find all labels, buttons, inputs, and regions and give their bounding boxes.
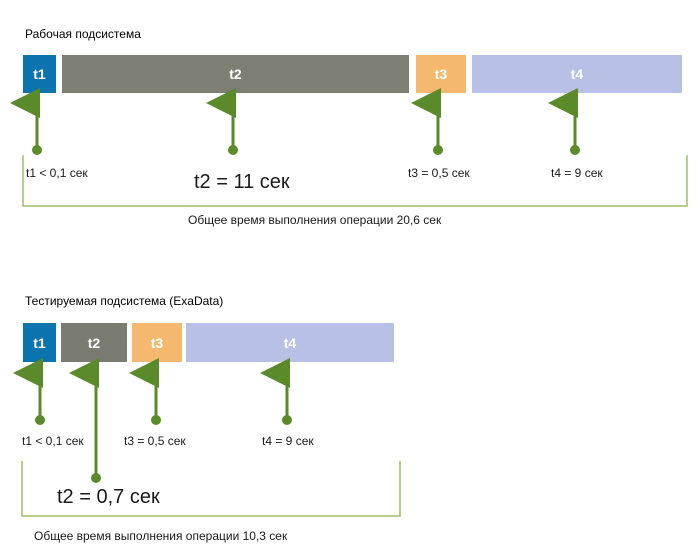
- test-arrow-t3: [129, 358, 161, 425]
- work-segment-t3-label: t3: [435, 66, 448, 82]
- test-segment-t2-label: t2: [88, 335, 101, 351]
- test-value-label-t3: t3 = 0,5 сек: [124, 434, 186, 448]
- work-arrow-t1: [10, 88, 42, 155]
- test-segment-t3-label: t3: [151, 335, 164, 351]
- test-total-label: Общее время выполнения операции 10,3 сек: [34, 529, 288, 543]
- test-total-bracket: [21, 461, 401, 517]
- test-value-label-t4: t4 = 9 сек: [262, 434, 314, 448]
- work-segment-t1-label: t1: [33, 66, 46, 82]
- work-segment-t4: [472, 55, 682, 93]
- test-segment-t4-label: t4: [284, 335, 297, 351]
- test-segment-t2: [61, 323, 127, 362]
- test-segment-t4: [186, 323, 394, 362]
- work-segment-t1: [23, 55, 56, 93]
- work-arrow-t3: [411, 88, 443, 155]
- work-segment-t4-label: t4: [571, 66, 584, 82]
- work-value-label-t4: t4 = 9 сек: [551, 166, 603, 180]
- work-segment-t2-label: t2: [229, 66, 242, 82]
- work-segment-t3: [416, 55, 466, 93]
- test-segment-t1-label: t1: [33, 335, 46, 351]
- test-arrow-t4: [260, 358, 292, 425]
- work-value-label-t3: t3 = 0,5 сек: [408, 166, 470, 180]
- test-section-title: Тестируемая подсистема (ExaData): [25, 294, 223, 308]
- work-section-title: Рабочая подсистема: [25, 27, 141, 41]
- test-arrow-t2: [69, 358, 101, 483]
- test-segment-t1: [23, 323, 56, 362]
- work-total-label: Общее время выполнения операции 20,6 сек: [188, 213, 442, 227]
- work-value-label-t1: t1 < 0,1 сек: [26, 166, 88, 180]
- test-segment-t3: [132, 323, 182, 362]
- test-value-label-t1: t1 < 0,1 сек: [22, 434, 84, 448]
- test-arrow-t1: [13, 358, 45, 425]
- work-segment-t2: [62, 55, 409, 93]
- work-arrow-t2: [206, 88, 238, 155]
- work-value-label-t2: t2 = 11 сек: [194, 171, 290, 193]
- work-arrow-t4: [548, 88, 580, 155]
- test-value-label-t2: t2 = 0,7 сек: [57, 486, 160, 508]
- work-total-bracket: [22, 155, 688, 207]
